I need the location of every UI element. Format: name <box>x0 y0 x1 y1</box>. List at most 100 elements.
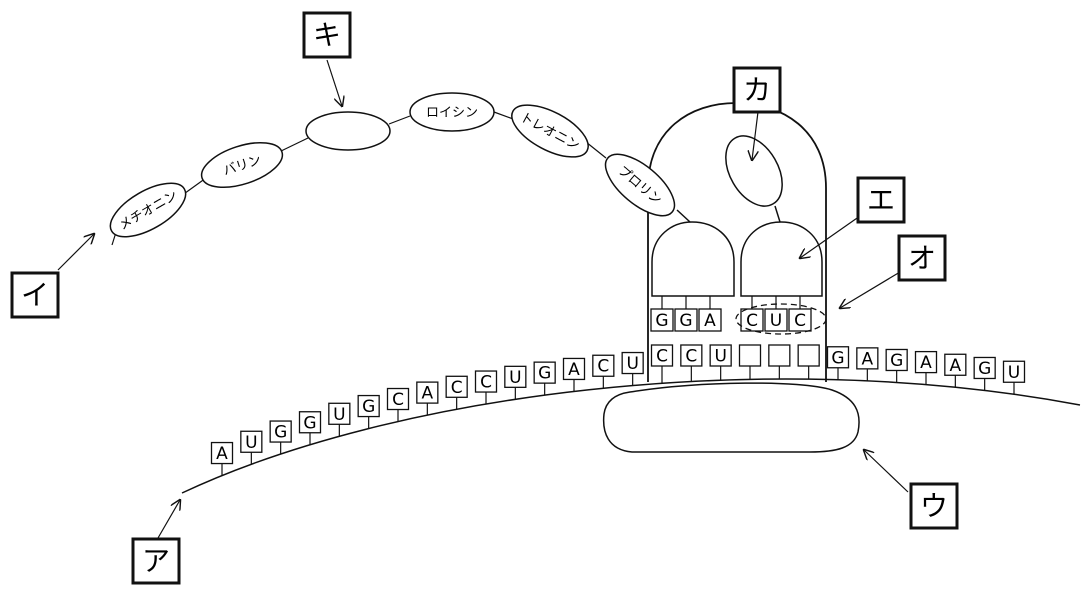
mrna-base: G <box>300 412 321 445</box>
mrna-base: G <box>270 421 291 454</box>
mrna-base: U <box>505 366 526 399</box>
base-letter: C <box>480 373 492 393</box>
mrna-base: A <box>945 354 966 387</box>
label-o: オ <box>899 236 945 280</box>
base-letter: A <box>920 353 932 373</box>
label-ka: カ <box>734 68 780 112</box>
base-letter: U <box>770 311 782 331</box>
base-letter: A <box>704 311 716 331</box>
label-text: エ <box>867 184 895 217</box>
label-e: エ <box>858 178 904 222</box>
base-letter: U <box>1008 363 1020 383</box>
label-a: ア <box>133 539 179 583</box>
mrna-base: C <box>652 345 673 383</box>
ribosome-small-subunit <box>604 383 859 452</box>
base-letter: G <box>890 351 903 371</box>
mrna-base: U <box>241 431 262 464</box>
anticodon-base: C <box>789 296 811 331</box>
mrna-base: G <box>358 396 379 429</box>
label-text: カ <box>743 74 771 107</box>
arrow-ki <box>327 60 342 106</box>
mrna-base: A <box>564 358 585 391</box>
mrna-base: A <box>212 443 233 476</box>
mrna-base <box>798 345 819 379</box>
base-letter: G <box>655 311 668 331</box>
amino-acid: バリン <box>196 134 288 196</box>
base-letter: G <box>679 311 692 331</box>
base-letter: A <box>950 356 962 376</box>
base-letter: C <box>597 357 609 377</box>
amino-acid: トレオニン <box>504 95 596 168</box>
amino-acid: メチオニン <box>102 173 194 248</box>
anticodon-base: U <box>765 296 787 331</box>
mrna-base: C <box>476 371 497 404</box>
base-letter: C <box>656 347 668 367</box>
label-text: イ <box>21 279 49 312</box>
peptide-trna-link <box>677 210 690 222</box>
mrna-base: U <box>622 353 643 386</box>
base-letter: A <box>422 384 434 404</box>
arrow-a <box>158 500 180 538</box>
base-letter: G <box>538 364 551 384</box>
anticodon-base: A <box>699 296 721 331</box>
base-letter: G <box>362 397 375 417</box>
mrna-base: G <box>534 362 555 395</box>
label-text: ア <box>142 545 170 578</box>
base-letter: G <box>274 423 287 443</box>
anticodon-base: G <box>675 296 697 331</box>
base-letter: C <box>392 390 404 410</box>
base-letter: C <box>746 311 758 331</box>
base-box <box>769 345 790 366</box>
label-u: ウ <box>911 484 957 528</box>
base-letter: U <box>333 405 345 425</box>
arrow-u <box>864 450 908 492</box>
arrow-o <box>840 272 900 308</box>
anticodon-base: C <box>741 296 763 331</box>
base-letter: C <box>794 311 806 331</box>
mrna-base <box>740 345 761 379</box>
mrna-base: U <box>1004 361 1025 394</box>
base-letter: G <box>831 348 844 368</box>
mrna-base: A <box>857 348 878 381</box>
mrna-base: A <box>417 382 438 415</box>
label-text: ウ <box>920 490 948 523</box>
base-letter: G <box>303 413 316 433</box>
label-text: キ <box>313 19 341 52</box>
base-letter: C <box>685 347 697 367</box>
amino-acid <box>306 112 390 150</box>
label-text: オ <box>908 242 936 275</box>
amino-acid: プロリン <box>596 143 685 226</box>
mrna-base: G <box>886 349 907 382</box>
base-letter: A <box>216 444 228 464</box>
peptide-bond <box>586 142 606 158</box>
mrna-base: C <box>388 389 409 422</box>
mrna-base: C <box>446 376 467 409</box>
base-letter: A <box>862 349 874 369</box>
mrna-base: G <box>974 357 995 390</box>
peptide-bond <box>389 116 410 124</box>
base-letter: U <box>509 368 521 388</box>
base-box <box>798 345 819 366</box>
base-letter: U <box>714 347 726 367</box>
mrna-base: U <box>329 403 350 436</box>
mrna-base: G <box>828 347 849 380</box>
mrna-base: C <box>681 345 702 382</box>
mrna-base <box>769 345 790 379</box>
amino-acid-shape <box>306 112 390 150</box>
mrna-base: U <box>710 345 731 380</box>
label-i: イ <box>12 273 58 317</box>
mrna-base: A <box>916 352 937 385</box>
trna-p-site <box>652 222 734 296</box>
label-ki: キ <box>304 13 350 57</box>
peptide-chain: メチオニンバリンロイシントレオニンプロリン <box>102 93 684 247</box>
base-letter: U <box>626 354 638 374</box>
base-letter: C <box>451 378 463 398</box>
trna-amino-acid-link <box>775 206 780 222</box>
base-letter: A <box>568 360 580 380</box>
peptide-bond <box>279 138 308 152</box>
base-box <box>740 345 761 366</box>
mrna-base: C <box>593 355 614 388</box>
amino-acid-residues: メチオニンバリンロイシントレオニンプロリン <box>102 93 684 247</box>
